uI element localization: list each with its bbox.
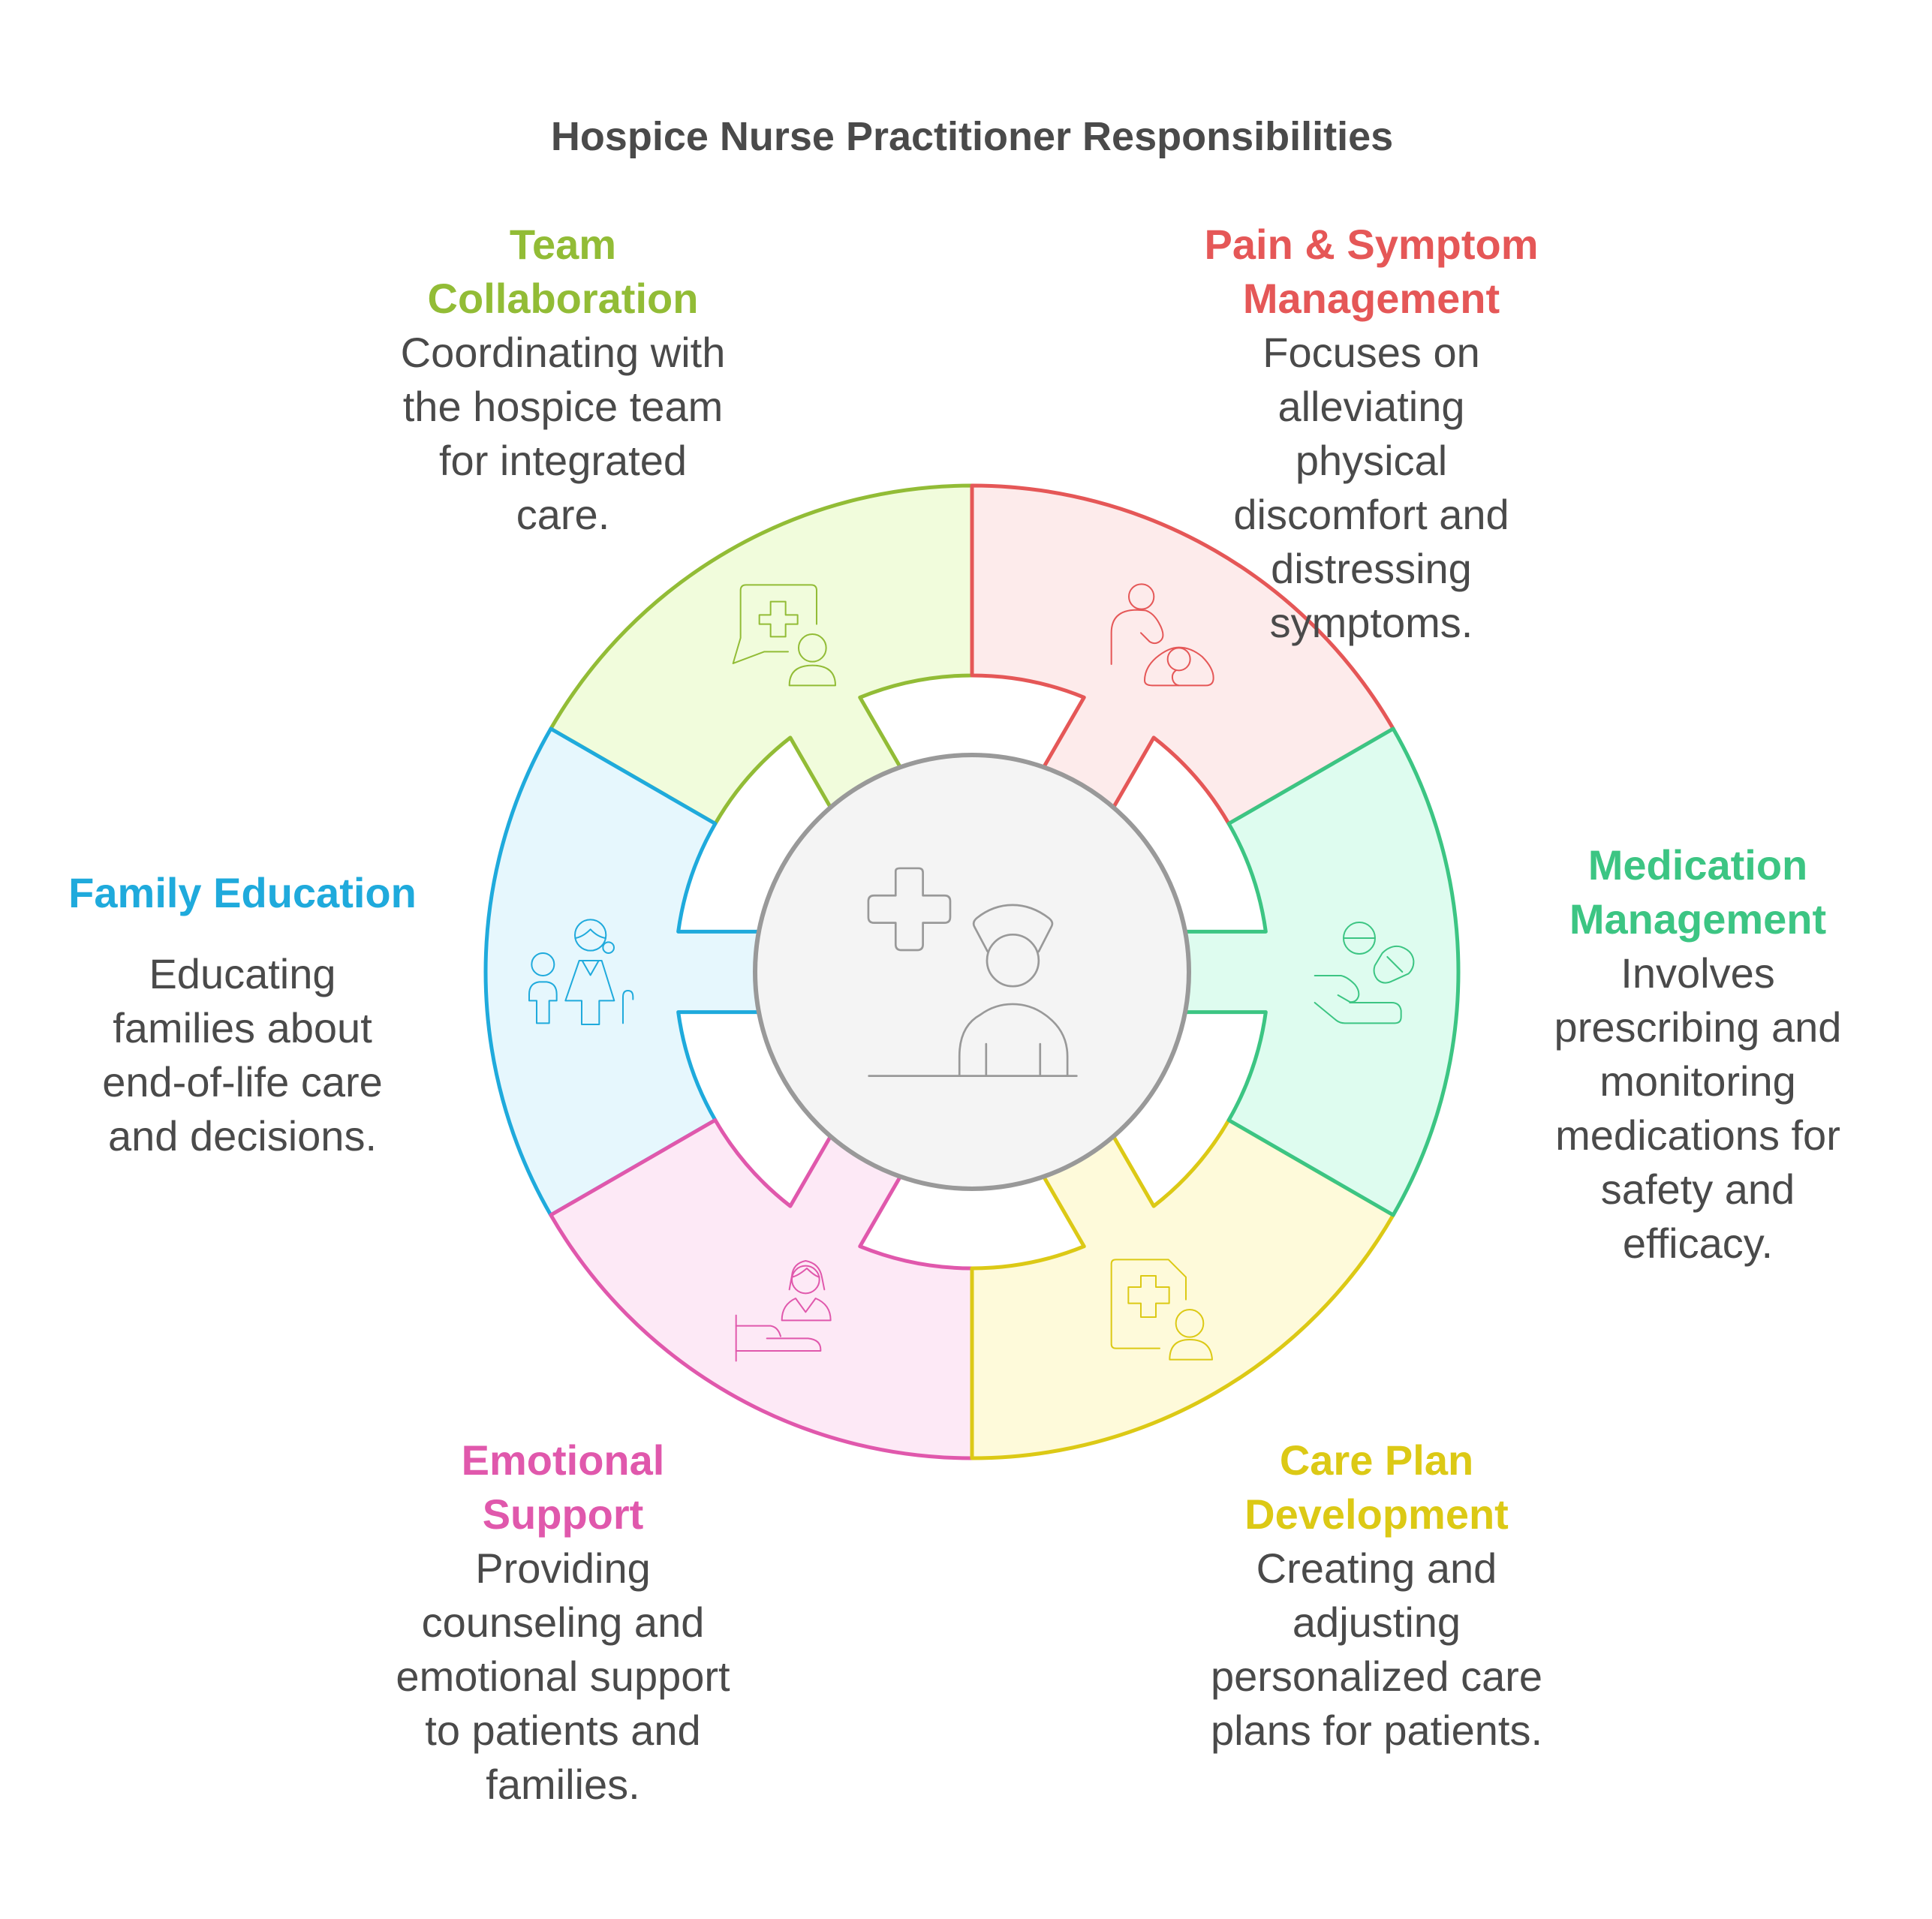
segment-description-line: Educating [149,950,336,997]
segment-description-line: for integrated [439,437,687,484]
family-elder-child-icon [528,919,634,1025]
segment-description-line: efficacy. [1623,1220,1773,1267]
segment-description-line: Creating and [1256,1545,1497,1592]
segment-description-line: emotional support [396,1653,730,1700]
segment-description-line: discomfort and [1233,491,1509,538]
chat-medical-person-icon [732,584,836,687]
segment-title-line: Team [510,221,616,268]
segment-title-line: Pain & Symptom [1205,221,1539,268]
segment-description-line: Providing [475,1545,650,1592]
hand-pills-icon [1314,921,1415,1024]
segment-family-education [483,726,761,1217]
segment-title-line: Medication [1588,841,1807,889]
segment-description-line: physical [1296,437,1447,484]
segment-description-line: symptoms. [1270,599,1473,646]
segment-title-line: Management [1243,275,1500,322]
segment-title-line: Care Plan [1280,1436,1473,1484]
segment-description-line: alleviating [1277,383,1464,430]
segment-title-line: Family Education [68,869,417,916]
segment-title-line: Emotional [462,1436,665,1484]
segment-description-line: care. [516,491,610,538]
segment-medication-management [1183,726,1461,1217]
segment-description-line: Focuses on [1262,329,1480,376]
medical-document-person-icon [1110,1259,1213,1361]
segment-description-line: medications for [1555,1111,1840,1159]
segment-care-plan-development [970,1118,1395,1460]
segment-description-line: counseling and [422,1599,705,1646]
center-circle [753,753,1191,1191]
segment-description-line: safety and [1601,1166,1795,1213]
segment-description-line: Coordinating with [401,329,726,376]
segment-description-line: distressing [1271,545,1472,592]
segment-emotional-support [549,1118,974,1460]
segment-description-line: personalized care [1211,1653,1542,1700]
segment-description-line: adjusting [1293,1599,1461,1646]
segment-description-line: and decisions. [108,1112,377,1160]
segment-title-line: Development [1244,1490,1509,1538]
segment-title-line: Collaboration [428,275,699,322]
segment-title-line: Support [483,1490,644,1538]
segment-description-line: prescribing and [1554,1003,1842,1051]
nurse-bed-icon [735,1259,832,1362]
segment-ring [483,483,1461,1460]
nurse-icon [867,867,1078,1077]
segment-description-line: plans for patients. [1211,1707,1542,1754]
segment-description-line: monitoring [1599,1057,1795,1105]
diagram-title: Hospice Nurse Practitioner Responsibilit… [551,114,1393,159]
segment-description-line: families about [113,1004,372,1051]
segment-description-line: Involves [1621,949,1774,997]
segment-description-line: to patients and [425,1707,700,1754]
caregiver-patient-icon [1110,583,1214,687]
segment-description-line: families. [486,1761,639,1808]
segment-description-line: end-of-life care [102,1058,383,1105]
segment-title-line: Management [1569,895,1826,943]
segment-description-line: the hospice team [403,383,723,430]
